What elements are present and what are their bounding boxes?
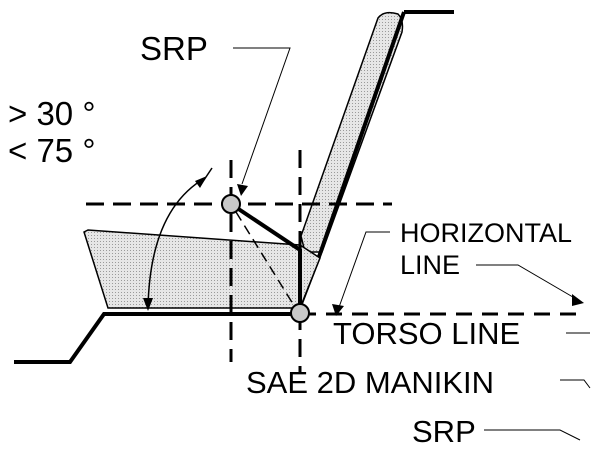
horizontal-line-label-1: HORIZONTAL — [400, 218, 572, 248]
torso-line-label: TORSO LINE — [333, 316, 520, 351]
angle-min-label: > 30 ° — [8, 95, 96, 132]
srp-point — [221, 194, 241, 214]
horizontal-label-arrow-2 — [572, 294, 584, 306]
srp-top-arrow — [237, 184, 248, 196]
srp-bottom-leader — [484, 429, 581, 441]
manikin-leader — [560, 379, 591, 389]
horizontal-label-arrow-1 — [332, 304, 344, 316]
srp-top-leader — [233, 47, 291, 185]
seat-back-cushion — [300, 11, 404, 253]
srp-bottom-label: SRP — [412, 414, 476, 449]
manikin-torso-link — [229, 202, 302, 312]
horizontal-label-leader-2 — [476, 264, 579, 301]
horizontal-label-leader-1 — [337, 231, 390, 311]
horizontal-line-label-2: LINE — [400, 250, 460, 280]
angle-tick — [199, 167, 213, 187]
hip-point — [290, 303, 310, 323]
manikin-label: SAE 2D MANIKIN — [246, 365, 494, 400]
angle-arc — [147, 177, 206, 309]
seat-base-line — [14, 312, 300, 364]
srp-top-label: SRP — [140, 30, 208, 67]
manikin-dashed-line — [235, 211, 299, 313]
angle-max-label: < 75 ° — [8, 132, 96, 169]
angle-arc-arrow-bottom — [143, 298, 153, 311]
seat-cushion — [83, 229, 321, 309]
